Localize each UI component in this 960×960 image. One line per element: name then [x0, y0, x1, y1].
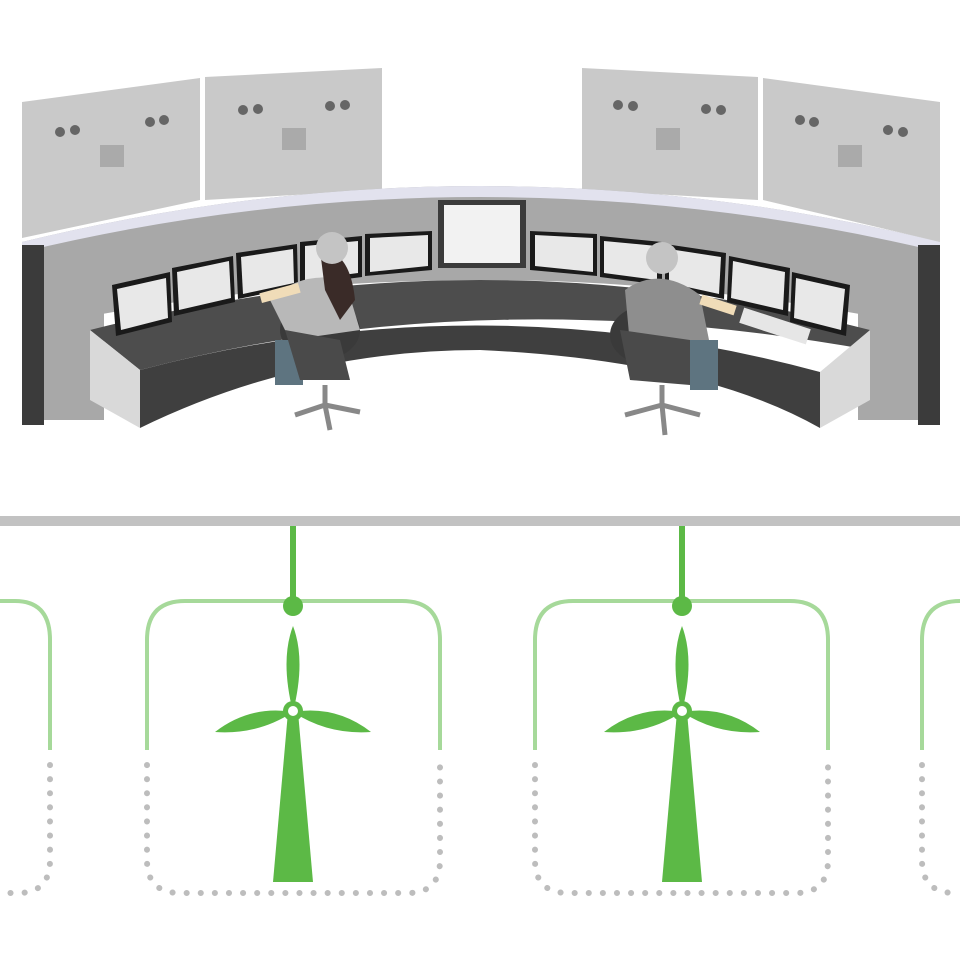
desk-front [820, 330, 870, 428]
console-trim [22, 186, 940, 252]
turbine-blade [286, 626, 300, 712]
turbine-tower [273, 712, 313, 882]
turbine-blade [604, 710, 682, 733]
turbine-blade [682, 710, 760, 733]
operator-left [259, 232, 361, 431]
turbine-tower [662, 712, 702, 882]
turbine-blade [215, 710, 293, 733]
turbine-blade [675, 626, 689, 712]
console-side-left [22, 245, 44, 425]
monitor-screens [117, 235, 845, 330]
desk-front [90, 330, 140, 428]
dotted-return-lines [0, 762, 958, 896]
keyboard [739, 307, 811, 345]
feeder-node [672, 596, 692, 616]
turbine-blade [293, 710, 371, 733]
feeder-line [290, 526, 296, 606]
bus-line [0, 516, 960, 526]
operator-right [610, 242, 737, 436]
wind-turbine [604, 526, 760, 882]
panel-gauges [55, 100, 908, 167]
feeder-node [283, 596, 303, 616]
wind-turbine [215, 526, 371, 882]
feeder-loops [0, 599, 960, 750]
console-side-right [918, 245, 940, 425]
feeder-line [679, 526, 685, 606]
